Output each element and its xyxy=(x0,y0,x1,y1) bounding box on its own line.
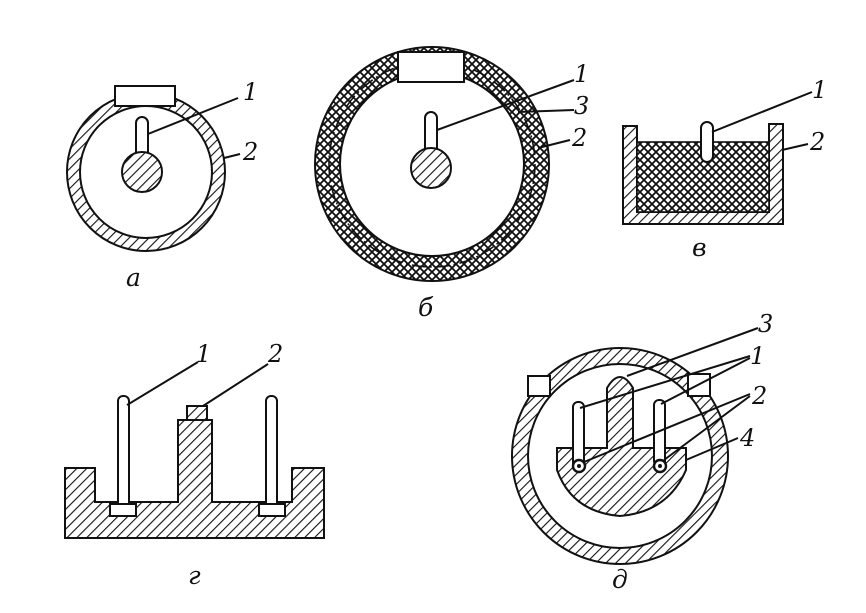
panel-a-leader-2 xyxy=(224,154,240,158)
panel-b-label-2: 2 xyxy=(571,124,587,152)
panel-v-leader-1 xyxy=(712,92,812,132)
panel-v-caption: в xyxy=(692,233,707,262)
panel-g-right-pin xyxy=(266,396,277,508)
panel-a-label-1: 1 xyxy=(243,78,258,106)
panel-a-window xyxy=(115,86,175,106)
panel-a: 1 2 а xyxy=(67,78,258,292)
panel-d-left-window xyxy=(528,376,550,396)
panel-g-leader-2 xyxy=(203,364,268,406)
panel-a-label-2: 2 xyxy=(242,138,258,166)
panel-d-caption: д xyxy=(612,565,628,594)
panel-b: 1 3 2 б xyxy=(315,47,589,322)
panel-g-label-1: 1 xyxy=(196,340,211,368)
panel-b-window xyxy=(398,52,464,82)
panel-v-electrode xyxy=(701,122,713,162)
panel-g-right-socket xyxy=(259,504,285,516)
panel-g: 1 2 г xyxy=(65,340,324,590)
panel-g-label-2: 2 xyxy=(267,340,283,368)
panel-b-label-3: 3 xyxy=(574,92,589,120)
panel-v-leader-2 xyxy=(782,144,808,150)
panel-d-label-4: 4 xyxy=(739,424,755,452)
panel-d-right-contact-dot xyxy=(658,464,662,468)
panel-d-label-2: 2 xyxy=(751,382,767,410)
panel-g-center-tip xyxy=(187,406,207,420)
panel-g-left-pin xyxy=(118,396,129,508)
panel-d-label-3: 3 xyxy=(758,310,773,338)
panel-b-base-disc xyxy=(411,148,451,188)
panel-g-left-socket xyxy=(110,504,136,516)
panel-v: 1 2 в xyxy=(623,76,827,262)
panel-g-base xyxy=(65,420,324,538)
panel-v-label-1: 1 xyxy=(812,76,827,104)
panel-d-label-1: 1 xyxy=(750,342,765,370)
panel-a-base-disc xyxy=(122,152,162,192)
panel-d: 3 1 2 4 д xyxy=(512,310,773,594)
panel-d-left-contact-dot xyxy=(577,464,581,468)
panel-b-label-1: 1 xyxy=(574,60,589,88)
panel-a-caption: а xyxy=(126,263,141,292)
panel-g-caption: г xyxy=(188,561,201,590)
panel-b-caption: б xyxy=(418,293,434,322)
panel-d-left-pin xyxy=(573,402,584,468)
panel-g-leader-1 xyxy=(127,362,198,405)
panel-v-label-2: 2 xyxy=(809,128,825,156)
